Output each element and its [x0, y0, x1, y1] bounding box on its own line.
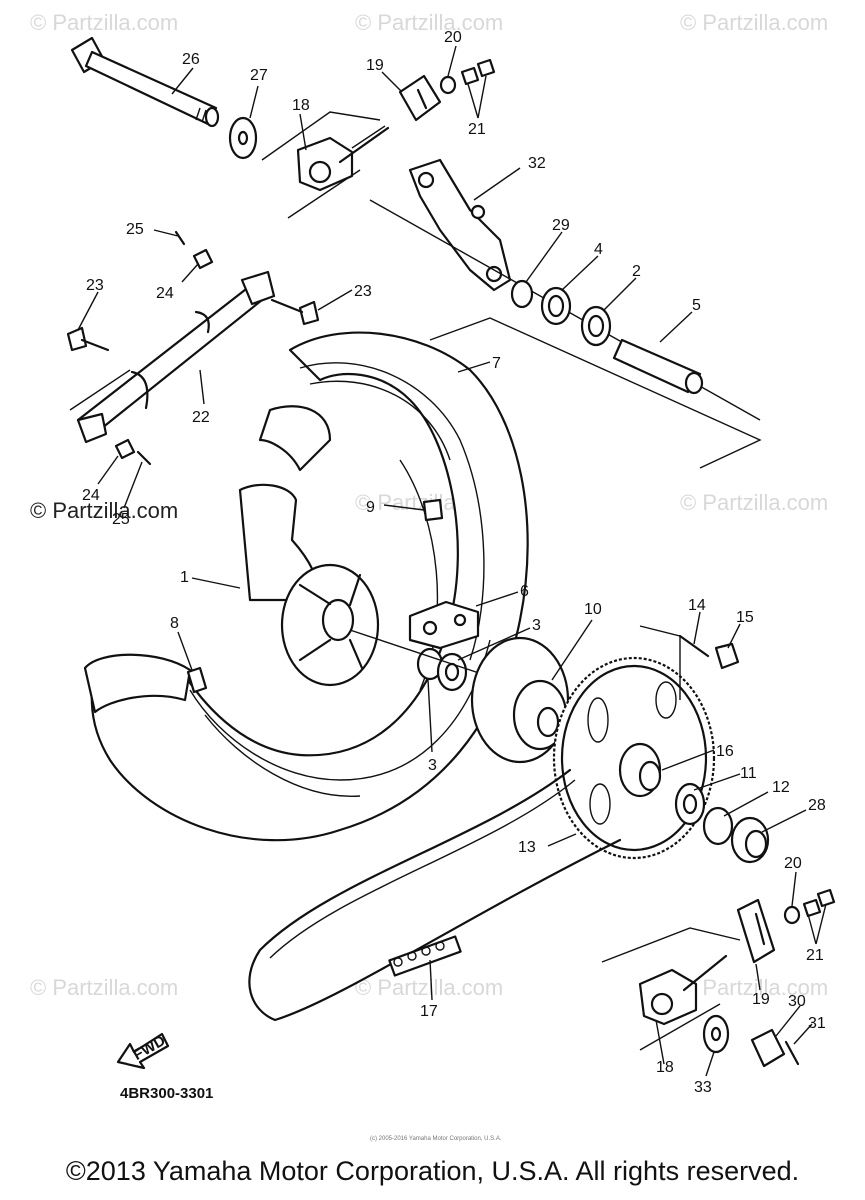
- cotter-pin-part-25-bottom: [136, 450, 152, 466]
- callout-29: 29: [552, 217, 570, 234]
- callout-27: 27: [250, 67, 268, 84]
- callout-31: 31: [808, 1015, 826, 1032]
- callout-10: 10: [584, 601, 602, 618]
- watermark: © Partzilla.com: [680, 975, 828, 1000]
- callout-20: 20: [784, 855, 802, 872]
- chain-adjuster-part-18-top: [261, 111, 390, 219]
- callout-32: 32: [528, 155, 546, 172]
- tire-part-7: [83, 331, 529, 842]
- bolt-part-23-right: [270, 298, 320, 326]
- collar-part-29: [510, 279, 534, 309]
- callout-26: 26: [182, 51, 200, 68]
- clutch-hub-part-10: [470, 636, 570, 764]
- bearing-part-3: [349, 629, 501, 692]
- callout-25: 25: [112, 511, 130, 528]
- watermark: © Partzilla.com: [355, 975, 503, 1000]
- sprocket-part-13: [552, 625, 716, 860]
- callout-22: 22: [192, 409, 210, 426]
- oil-seal-part-12: [702, 806, 734, 846]
- balance-weight-part-9: [422, 498, 444, 522]
- watermark: © Partzilla.com: [30, 10, 178, 35]
- callout-18: 18: [292, 97, 310, 114]
- callout-1: 1: [180, 569, 189, 586]
- callout-3: 3: [428, 757, 437, 774]
- callout-24: 24: [156, 285, 174, 302]
- callout-15: 15: [736, 609, 754, 626]
- cotter-pin-part-31: [784, 1040, 800, 1066]
- callout-7: 7: [492, 355, 501, 372]
- tension-bar-part-22: [69, 270, 276, 444]
- chain-adjuster-part-18-bottom: [601, 927, 741, 1051]
- callout-21: 21: [806, 947, 824, 964]
- washer-part-27: [228, 116, 258, 160]
- nut-part-15: [714, 642, 740, 670]
- callout-8: 8: [170, 615, 179, 632]
- oil-seal-part-4: [540, 286, 572, 326]
- nut-part-30: [750, 1028, 786, 1068]
- watermark: © Partzilla.com: [680, 10, 828, 35]
- callout-4: 4: [594, 241, 603, 258]
- nuts-part-20-21-top: [439, 58, 496, 95]
- callout-28: 28: [808, 797, 826, 814]
- spacer-part-5: [429, 317, 762, 469]
- watermark: © Partzilla.com: [680, 490, 828, 515]
- callout-18: 18: [656, 1059, 674, 1076]
- collar-part-16: [638, 760, 662, 792]
- chain-part-17: [248, 768, 622, 1022]
- callout-5: 5: [692, 297, 701, 314]
- callout-19: 19: [752, 991, 770, 1008]
- callout-19: 19: [366, 57, 384, 74]
- watermark: © Partzilla.com: [355, 10, 503, 35]
- bearing-part-2: [580, 305, 612, 347]
- callout-11: 11: [740, 765, 757, 782]
- nuts-part-20-21-bottom: [783, 888, 836, 925]
- washer-part-33: [702, 1014, 730, 1054]
- nut-part-24-bottom: [114, 438, 136, 460]
- collar-part-28: [730, 816, 770, 864]
- watermark-dark: © Partzilla.com: [30, 498, 178, 523]
- collar-part-6: [408, 600, 480, 650]
- wheel-part-1: [238, 405, 439, 691]
- callout-6: 6: [520, 583, 529, 600]
- leader-lines: [77, 45, 827, 1077]
- callout-23: 23: [354, 283, 372, 300]
- callout-16: 16: [716, 743, 734, 760]
- diagram-code: 4BR300-3301: [120, 1085, 213, 1102]
- valve-part-8: [186, 666, 208, 694]
- copyright-notice: ©2013 Yamaha Motor Corporation, U.S.A. A…: [65, 1156, 800, 1186]
- callout-13: 13: [518, 839, 536, 856]
- plate-part-19-bottom: [736, 898, 776, 964]
- callout-21: 21: [468, 121, 486, 138]
- callout-20: 20: [444, 29, 462, 46]
- bolt-part-23-left: [66, 326, 110, 352]
- callout-24: 24: [82, 487, 100, 504]
- callout-14: 14: [688, 597, 706, 614]
- callout-23: 23: [86, 277, 104, 294]
- stud-part-14: [678, 634, 710, 658]
- callout-25: 25: [126, 221, 144, 238]
- forward-arrow-icon: FWD: [116, 1032, 170, 1070]
- tiny-credit: (c) 2005-2016 Yamaha Motor Corporation, …: [370, 1136, 502, 1142]
- callout-9: 9: [366, 499, 375, 516]
- callout-3: 3: [532, 617, 541, 634]
- callout-layer: 26 27 18 19 20 21 32 29 4 2 5 7 25 24 23…: [82, 29, 826, 1096]
- cotter-pin-part-25-top: [174, 230, 186, 246]
- watermark: © Partzilla.com: [30, 975, 178, 1000]
- callout-33: 33: [694, 1079, 712, 1096]
- axle-part-26: [70, 36, 220, 128]
- bearing-part-11: [674, 782, 706, 826]
- callout-2: 2: [632, 263, 641, 280]
- callout-17: 17: [420, 1003, 438, 1020]
- plate-part-19-top: [398, 74, 442, 122]
- callout-12: 12: [772, 779, 790, 796]
- callout-30: 30: [788, 993, 806, 1010]
